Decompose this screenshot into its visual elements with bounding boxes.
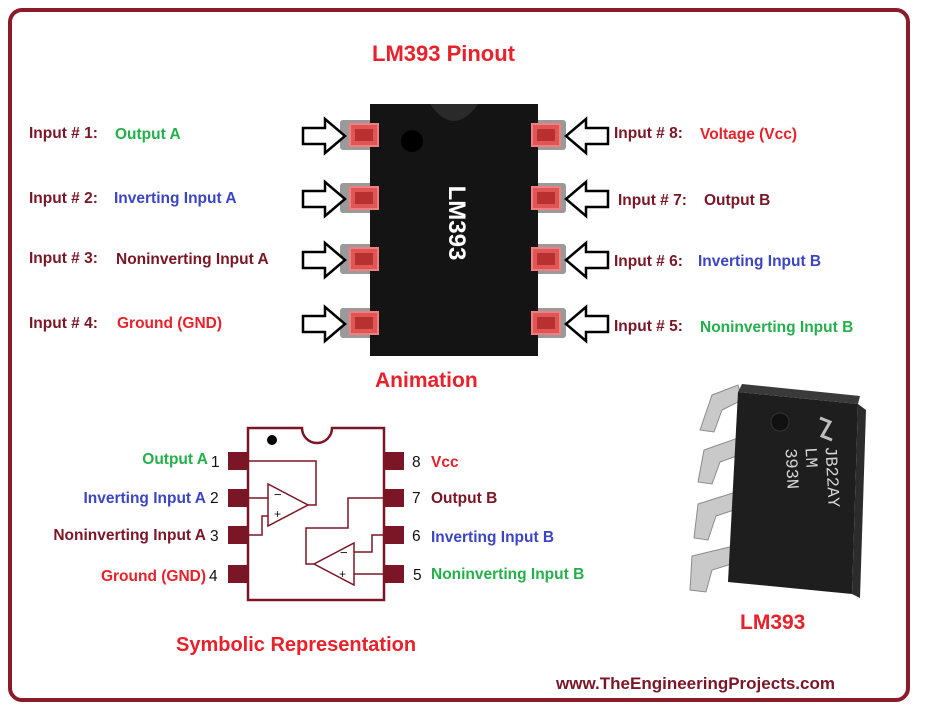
chip-marking-box: LM393 [436, 178, 476, 268]
chip-notch [430, 104, 478, 121]
chip-photo [689, 384, 866, 598]
photo-marking-3: JB22AY [819, 445, 842, 508]
opamp-b-minus: − [340, 545, 348, 560]
opamp-b-plus: + [339, 567, 347, 581]
symbol-pads [228, 452, 404, 583]
photo-caption: LM393 [740, 611, 806, 634]
pin2-name: Inverting Input A [114, 190, 237, 207]
symbol-pin4-num: 4 [209, 568, 218, 585]
pin5-prefix: Input # 5: [614, 318, 683, 335]
symbol-pin1-dot [267, 435, 277, 445]
photo-marking-2: 393N [779, 447, 801, 490]
pin1-prefix: Input # 1: [29, 125, 98, 142]
opamp-a-plus: + [274, 507, 282, 521]
pin4-prefix: Input # 4: [29, 315, 98, 332]
pin7-prefix: Input # 7: [618, 192, 687, 209]
symbol-pin8-num: 8 [412, 454, 421, 471]
pin1-dot [401, 130, 423, 152]
symbolic-caption: Symbolic Representation [176, 634, 417, 656]
arrows-left [301, 116, 347, 344]
animation-caption: Animation [375, 369, 478, 392]
chip-marking: LM393 [443, 185, 470, 261]
symbol-pin2-num: 2 [210, 490, 219, 507]
page-title: LM393 Pinout [372, 41, 516, 66]
pin7-name: Output B [704, 192, 771, 209]
symbol-pin1-name: Output A [142, 451, 208, 468]
pin6-name: Inverting Input B [698, 253, 822, 270]
symbol-pin4-name: Ground (GND) [100, 568, 206, 585]
symbol-pin3-num: 3 [210, 528, 219, 545]
symbol-pin7-name: Output B [431, 490, 498, 507]
symbol-pin6-name: Inverting Input B [431, 529, 555, 546]
symbol-wiring [248, 460, 384, 587]
website-link[interactable]: www.TheEngineeringProjects.com [556, 674, 835, 693]
symbol-pin5-name: Noninverting Input B [431, 566, 585, 583]
symbol-pin2-name: Inverting Input A [83, 490, 206, 507]
chip-body [370, 104, 538, 356]
pin4-name: Ground (GND) [117, 315, 223, 332]
pin-inner [355, 129, 555, 329]
pin5-name: Noninverting Input B [700, 319, 854, 336]
pin1-name: Output A [115, 126, 181, 143]
symbol-pin8-name: Vcc [431, 454, 459, 471]
symbol-pin1-num: 1 [211, 454, 220, 471]
symbol-body [246, 426, 386, 602]
pin8-name: Voltage (Vcc) [700, 126, 798, 143]
pin3-prefix: Input # 3: [29, 250, 98, 267]
arrows-right [564, 116, 610, 344]
pin6-prefix: Input # 6: [614, 253, 683, 270]
pin8-prefix: Input # 8: [614, 125, 683, 142]
photo-marking-1: LM [799, 446, 820, 469]
opamp-a-minus: − [274, 487, 282, 502]
pin3-name: Noninverting Input A [116, 251, 269, 268]
symbol-pin6-num: 6 [412, 528, 421, 545]
symbol-pin7-num: 7 [412, 490, 421, 507]
symbol-pin3-name: Noninverting Input A [53, 527, 206, 544]
symbol-pin5-num: 5 [413, 567, 422, 584]
pin2-prefix: Input # 2: [29, 190, 98, 207]
